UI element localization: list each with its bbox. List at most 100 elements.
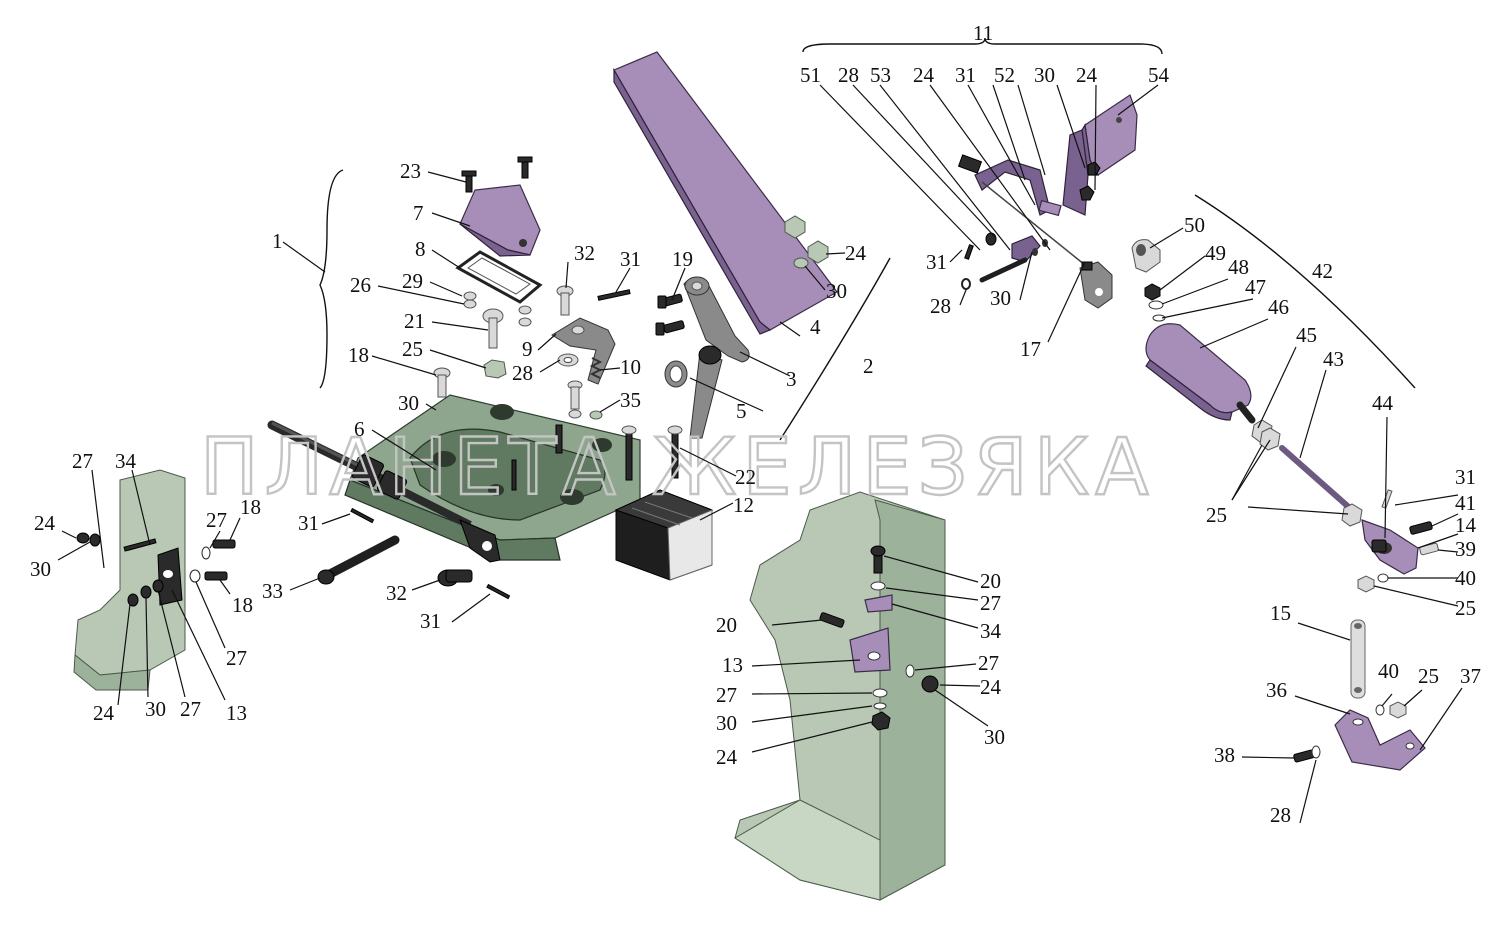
label-28: 28 <box>512 361 533 385</box>
label-6: 6 <box>354 417 365 441</box>
label-13: 13 <box>226 701 247 725</box>
label-26: 26 <box>350 273 371 297</box>
label-13: 13 <box>722 653 743 677</box>
label-17: 17 <box>1020 337 1041 361</box>
label-32: 32 <box>386 581 407 605</box>
label-27: 27 <box>72 449 93 473</box>
label-34: 34 <box>980 619 1002 643</box>
label-20: 20 <box>716 613 737 637</box>
label-24: 24 <box>93 701 115 725</box>
rod-15-bracket-37 <box>1293 619 1426 771</box>
label-31: 31 <box>955 63 976 87</box>
label-30: 30 <box>145 697 166 721</box>
label-27: 27 <box>980 591 1001 615</box>
label-28: 28 <box>1270 803 1291 827</box>
label-8: 8 <box>415 237 426 261</box>
label-50: 50 <box>1184 213 1205 237</box>
cable-6 <box>267 420 501 563</box>
label-31: 31 <box>298 511 319 535</box>
group-brackets <box>319 37 1416 441</box>
label-25: 25 <box>1455 596 1476 620</box>
label-48: 48 <box>1228 255 1249 279</box>
bolt-32-top <box>556 285 631 316</box>
label-20: 20 <box>980 569 1001 593</box>
label-36: 36 <box>1266 678 1287 702</box>
brace-2 <box>779 257 891 441</box>
label-31: 31 <box>420 609 441 633</box>
nuts-24-30 <box>784 215 829 269</box>
label-35: 35 <box>620 388 641 412</box>
sector-9 <box>551 317 616 420</box>
label-24: 24 <box>980 675 1002 699</box>
label-49: 49 <box>1205 241 1226 265</box>
label-9: 9 <box>522 337 533 361</box>
brace-11 <box>802 37 1163 55</box>
label-24: 24 <box>716 745 738 769</box>
label-46: 46 <box>1268 295 1289 319</box>
label-34: 34 <box>115 449 137 473</box>
label-22: 22 <box>735 465 756 489</box>
pedal-plate <box>613 51 838 337</box>
label-33: 33 <box>262 579 283 603</box>
label-18: 18 <box>348 343 369 367</box>
label-12: 12 <box>733 493 754 517</box>
label-19: 19 <box>672 247 693 271</box>
label-23: 23 <box>400 159 421 183</box>
label-14: 14 <box>1455 513 1477 537</box>
label-52: 52 <box>994 63 1015 87</box>
label-25: 25 <box>1206 503 1227 527</box>
label-53: 53 <box>870 63 891 87</box>
label-39: 39 <box>1455 537 1476 561</box>
label-37: 37 <box>1460 664 1481 688</box>
label-41: 41 <box>1455 491 1476 515</box>
label-7: 7 <box>413 201 424 225</box>
label-44: 44 <box>1372 391 1394 415</box>
center-bracket <box>734 491 946 901</box>
label-29: 29 <box>402 269 423 293</box>
label-18: 18 <box>232 593 253 617</box>
brace-42 <box>1194 194 1416 389</box>
label-47: 47 <box>1245 275 1266 299</box>
label-28: 28 <box>838 63 859 87</box>
label-15: 15 <box>1270 601 1291 625</box>
label-32: 32 <box>574 241 595 265</box>
label-24: 24 <box>913 63 935 87</box>
pedal-lever <box>655 276 750 439</box>
label-54: 54 <box>1148 63 1170 87</box>
label-30: 30 <box>398 391 419 415</box>
label-51: 51 <box>800 63 821 87</box>
label-45: 45 <box>1296 323 1317 347</box>
callout-labels: 11 51 28 53 24 31 52 30 24 54 23 7 1 8 2… <box>30 21 1481 827</box>
label-4: 4 <box>810 315 821 339</box>
label-40: 40 <box>1455 566 1476 590</box>
label-27: 27 <box>180 697 201 721</box>
block-12 <box>614 489 714 581</box>
label-27: 27 <box>978 651 999 675</box>
label-31: 31 <box>926 250 947 274</box>
watermark-text: ПЛАНЕТА ЖЕЛЕЗЯКА <box>200 423 1155 513</box>
gasket-8 <box>455 250 543 327</box>
label-25: 25 <box>1418 664 1439 688</box>
label-24: 24 <box>1076 63 1098 87</box>
left-bracket <box>73 469 236 691</box>
label-2: 2 <box>863 354 874 378</box>
label-31: 31 <box>1455 465 1476 489</box>
label-30: 30 <box>716 711 737 735</box>
label-43: 43 <box>1323 347 1344 371</box>
brace-1 <box>319 169 344 389</box>
label-10: 10 <box>620 355 641 379</box>
label-30: 30 <box>990 286 1011 310</box>
label-24: 24 <box>34 511 56 535</box>
label-40: 40 <box>1378 659 1399 683</box>
pin-33 <box>317 507 511 600</box>
label-38: 38 <box>1214 743 1235 767</box>
bolts-left-top <box>433 308 507 415</box>
label-30: 30 <box>1034 63 1055 87</box>
assembly-11 <box>957 94 1138 309</box>
label-21: 21 <box>404 309 425 333</box>
cover-7 <box>459 156 541 257</box>
label-18: 18 <box>240 495 261 519</box>
label-27: 27 <box>226 646 247 670</box>
label-30: 30 <box>30 557 51 581</box>
